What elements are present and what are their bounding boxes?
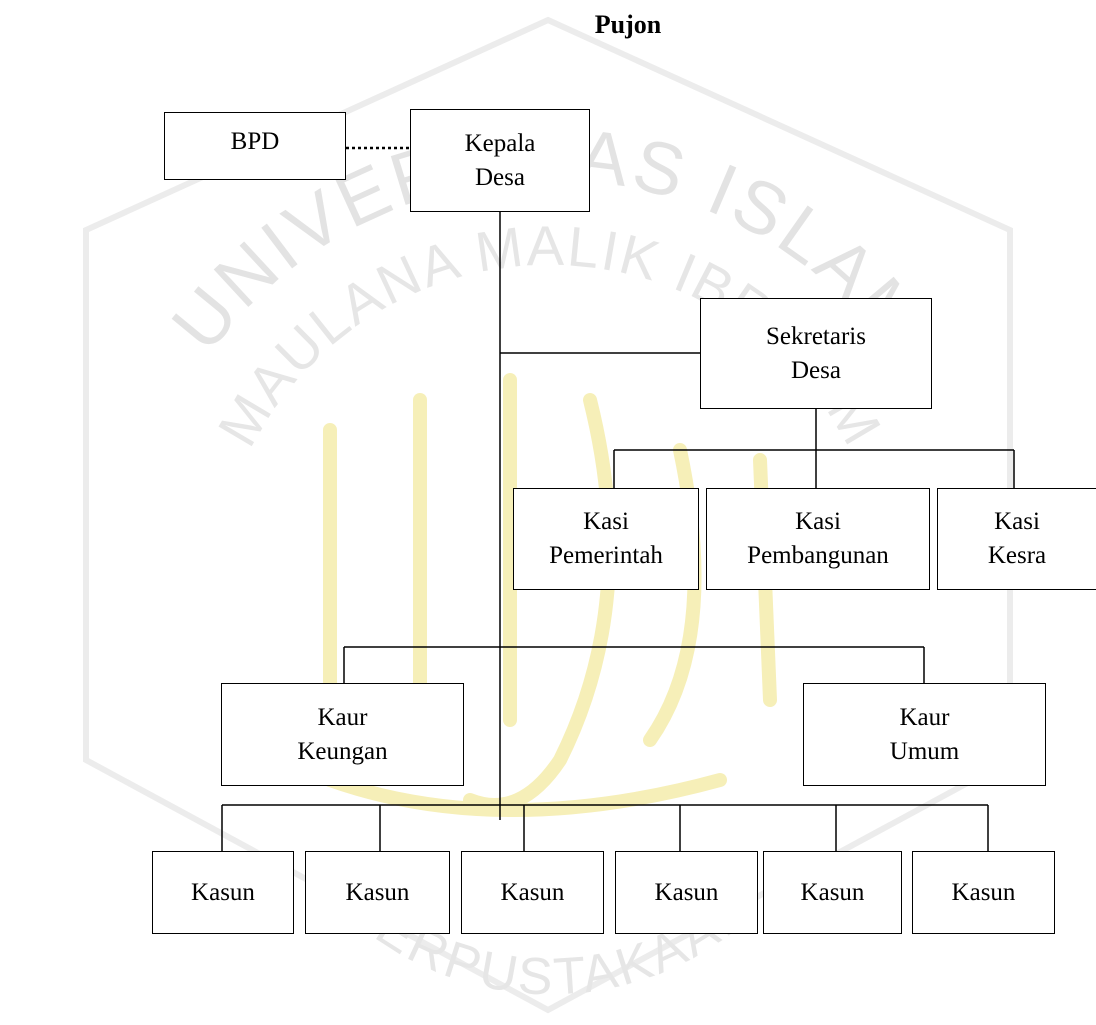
bpd-box: BPD [164,112,346,180]
kasun-6-label: Kasun [951,878,1016,906]
kasun-2-label: Kasun [345,878,410,906]
kasi-kesra-label-line1: Kasi [994,508,1040,535]
sekretaris-desa-box: Sekretaris Desa [700,298,932,409]
kasun-1-label: Kasun [191,878,255,906]
kaur-keuangan-box: Kaur Keungan [221,683,464,786]
kasun-3-label: Kasun [500,878,565,906]
kasun-box-2: Kasun [305,851,450,934]
kepala-desa-label-line2: Desa [475,163,525,191]
page-title: Pujon [594,10,662,39]
kasun-4-label: Kasun [654,878,719,906]
sekretaris-desa-label-line1: Sekretaris [766,322,866,350]
kasun-box-6: Kasun [912,851,1055,934]
kasun-5-label: Kasun [800,878,865,906]
bpd-label: BPD [230,128,280,155]
kasi-pembangunan-box: Kasi Pembangunan [706,488,930,590]
kasi-pemerintah-box: Kasi Pemerintah [513,488,699,590]
kaur-keuangan-label-line2: Keungan [297,737,388,765]
kasi-kesra-box: Kasi Kesra [937,488,1096,590]
kasi-pembangunan-label-line1: Kasi [795,508,841,535]
kasun-box-1: Kasun [152,851,294,934]
kasi-kesra-label-line2: Kesra [987,542,1047,569]
kasi-pembangunan-label-line2: Pembangunan [747,542,889,569]
kasi-pemerintah-label-line2: Pemerintah [549,542,663,569]
kasun-box-3: Kasun [461,851,604,934]
kasi-pemerintah-label-line1: Kasi [583,508,629,535]
kaur-umum-box: Kaur Umum [803,683,1046,786]
kepala-desa-box: Kepala Desa [410,109,590,212]
kaur-keuangan-label-line1: Kaur [317,703,368,731]
kaur-umum-label-line2: Umum [889,737,960,765]
sekretaris-desa-label-line2: Desa [791,356,841,384]
kasun-box-4: Kasun [615,851,758,934]
kepala-desa-label-line1: Kepala [464,129,536,157]
kasun-box-5: Kasun [763,851,902,934]
kaur-umum-label-line1: Kaur [899,703,950,731]
watermark-shield-outline [83,16,1013,1014]
